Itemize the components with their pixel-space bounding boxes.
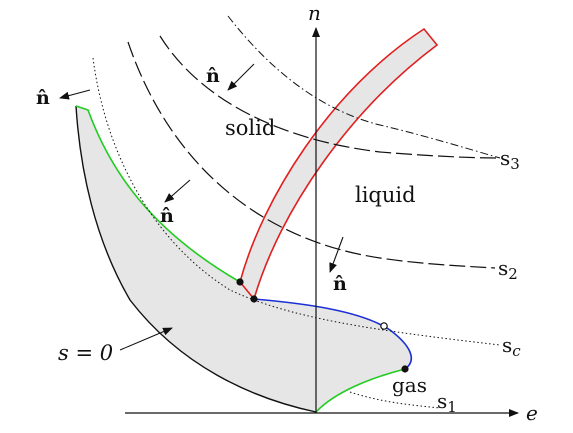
normal-arrow-mid (164, 179, 191, 203)
point-critical (380, 322, 388, 330)
shaded-region-lower (76, 106, 412, 412)
normal-label-mid: n̂ (160, 205, 174, 227)
boundary-green-upper (75, 105, 241, 283)
normal-arrow-left (59, 89, 91, 100)
y-axis-label: n (308, 1, 321, 25)
isentrope-s3 (159, 35, 499, 159)
isentrope-s0 (75, 105, 317, 413)
isentrope-s1 (349, 391, 441, 409)
phase-label-liquid: liquid (355, 183, 416, 207)
normal-label-top: n̂ (206, 65, 220, 87)
isentrope-s2 (127, 41, 496, 269)
normal-arrow-right (329, 236, 344, 273)
s0-leader-arrow (119, 327, 173, 351)
point-triple-lower (250, 295, 258, 303)
point-gas (401, 365, 409, 373)
phase-label-gas: gas (392, 373, 427, 397)
shaded-band-solid-liquid (239, 27, 439, 301)
isentrope-label-s2: s2 (498, 256, 518, 283)
isentrope-label-s1: s1 (437, 389, 457, 416)
phase-label-solid: solid (225, 116, 275, 140)
boundary-green-lower (315, 368, 406, 413)
normal-arrow-top (227, 63, 255, 91)
point-triple-upper (236, 278, 244, 286)
isentrope-dashdot (227, 15, 501, 159)
x-axis-label: e (526, 401, 538, 425)
isentrope-label-sc: sc (502, 333, 521, 360)
isentrope-label-s0: s = 0 (58, 341, 113, 365)
normal-label-left: n̂ (36, 87, 50, 109)
isentrope-label-s3: s3 (500, 146, 520, 173)
normal-label-right: n̂ (333, 273, 347, 295)
